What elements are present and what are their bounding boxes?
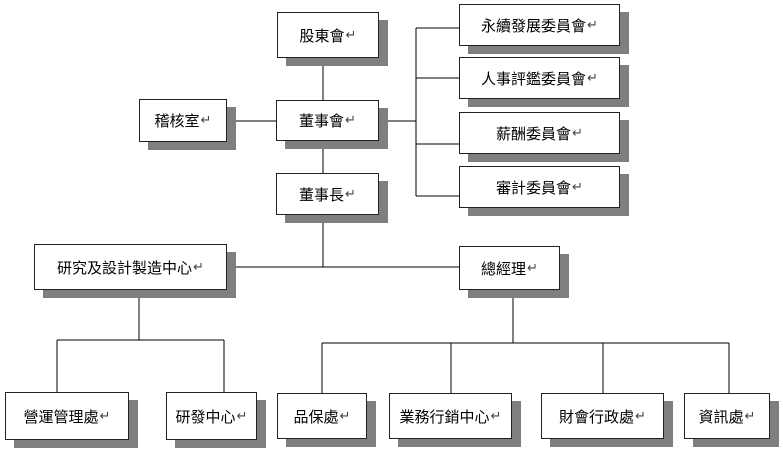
node-sales-marketing: 業務行銷中心↵ [389,393,512,439]
paragraph-mark-icon: ↵ [193,259,204,275]
node-label: 總經理 [481,259,527,278]
node-label: 營運管理處 [23,407,99,426]
node-label: 審計委員會 [496,178,572,197]
node-it-department: 資訊處↵ [684,393,770,439]
paragraph-mark-icon: ↵ [490,408,502,424]
node-label: 董事長 [299,185,345,204]
node-operations-management: 營運管理處↵ [5,392,129,440]
paragraph-mark-icon: ↵ [635,408,646,424]
paragraph-mark-icon: ↵ [744,408,756,424]
node-label: 財會行政處 [559,407,635,426]
paragraph-mark-icon: ↵ [339,408,351,424]
paragraph-mark-icon: ↵ [527,260,538,276]
node-rd-center: 研究及設計製造中心↵ [34,244,227,290]
node-label: 董事會 [299,112,345,130]
node-finance-admin: 財會行政處↵ [541,393,664,439]
node-label: 人事評鑑委員會 [481,69,587,88]
node-rd-department: 研發中心↵ [166,392,257,440]
node-label: 業務行銷中心 [399,407,490,426]
paragraph-mark-icon: ↵ [572,179,583,195]
node-sustainability-committee: 永續發展委員會↵ [459,4,620,46]
node-label: 薪酬委員會 [496,124,572,143]
node-chairman: 董事長↵ [276,173,379,215]
paragraph-mark-icon: ↵ [587,70,598,86]
node-label: 股東會 [299,26,345,45]
node-label: 研究及設計製造中心 [57,258,193,277]
node-board: 董事會↵ [276,100,379,141]
node-quality-assurance: 品保處↵ [277,393,367,439]
node-label: 研發中心 [175,407,236,426]
paragraph-mark-icon: ↵ [236,408,248,424]
paragraph-mark-icon: ↵ [345,186,356,202]
node-label: 稽核室 [154,112,200,130]
node-shareholders: 股東會↵ [277,12,379,58]
paragraph-mark-icon: ↵ [345,113,356,128]
paragraph-mark-icon: ↵ [200,113,212,128]
node-compensation-committee: 薪酬委員會↵ [459,112,620,154]
paragraph-mark-icon: ↵ [572,125,583,141]
node-label: 永續發展委員會 [481,16,587,35]
paragraph-mark-icon: ↵ [99,408,111,424]
node-nomination-committee: 人事評鑑委員會↵ [459,57,620,99]
node-audit-office: 稽核室↵ [139,99,227,142]
paragraph-mark-icon: ↵ [345,27,357,43]
node-audit-committee: 審計委員會↵ [459,166,620,208]
node-label: 品保處 [293,407,339,426]
paragraph-mark-icon: ↵ [587,17,598,33]
node-label: 資訊處 [698,407,744,426]
node-general-manager: 總經理↵ [459,246,560,290]
